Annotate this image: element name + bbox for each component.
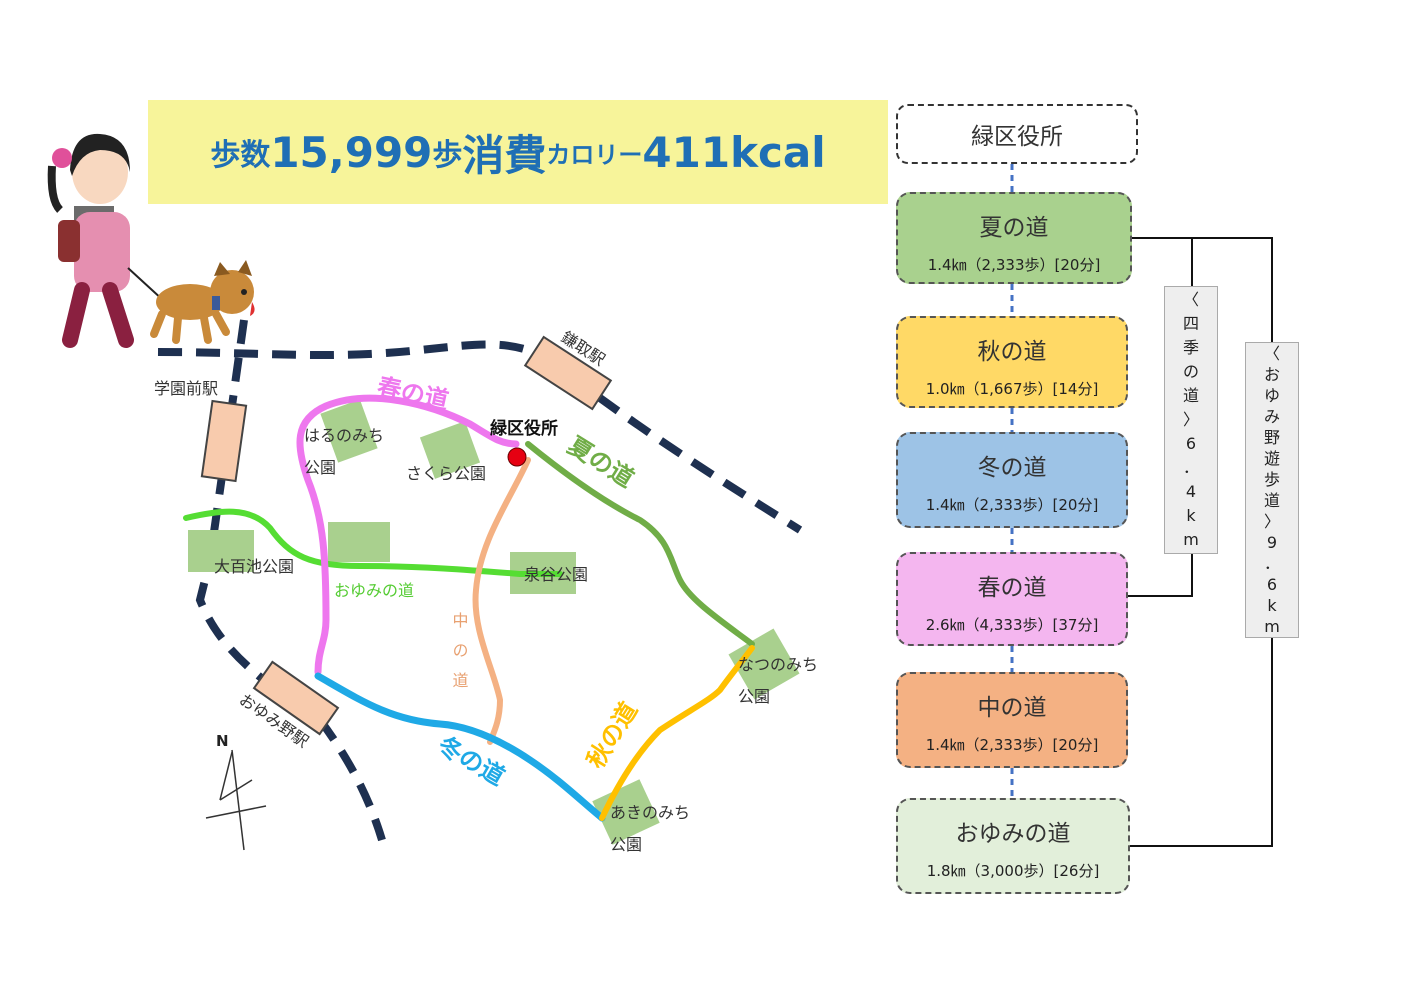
naka-route — [472, 457, 531, 745]
segment-box-oyumi: おゆみの道 1.8㎞（3,000歩）[26分] — [896, 798, 1130, 894]
haru-route — [296, 394, 520, 676]
segment-stat: 2.6㎞（4,333歩）[37分] — [925, 616, 1099, 634]
flow-start-box: 緑区役所 — [896, 104, 1138, 164]
route-label-oyumi: おゆみの道 — [334, 581, 414, 600]
ward-office-label: 緑区役所 — [490, 418, 558, 439]
segment-stat: 1.0㎞（1,667歩）[14分] — [925, 380, 1099, 398]
park-label-sakura: さくら公園 — [406, 464, 486, 483]
haru-park — [320, 399, 378, 463]
sakura-park — [419, 421, 481, 479]
park-label-haru-koen: 公園 — [304, 458, 336, 477]
walking-girl-icon — [47, 133, 177, 348]
dog-icon — [150, 260, 255, 344]
route-label-natsu: 夏の道 — [563, 431, 639, 493]
park-label-izumiyatsu: 泉谷公園 — [524, 565, 588, 584]
park-label-haru: はるのみち — [304, 426, 384, 445]
fuyu-route — [314, 672, 606, 822]
steps-value: 15,999 — [270, 127, 433, 177]
gakuenmae-station — [200, 399, 248, 483]
park-label-aki-koen: 公園 — [610, 835, 642, 854]
north-label: N — [216, 732, 229, 750]
segment-box-natsu: 夏の道 1.4㎞（2,333歩）[20分] — [896, 192, 1132, 284]
segment-name: 冬の道 — [977, 455, 1047, 481]
segment-name: 夏の道 — [979, 215, 1049, 241]
ohyakuike-park — [188, 530, 254, 572]
segment-name: 春の道 — [977, 575, 1047, 601]
steps-label: 歩数 — [210, 138, 271, 173]
park-label-ohyakuike: 大百池公園 — [214, 557, 294, 576]
park-label-natsu: なつのみち — [738, 655, 818, 674]
segment-name: 中の道 — [977, 695, 1047, 721]
ward-office-marker — [507, 447, 527, 467]
oyumi-route — [183, 508, 563, 577]
natsu-route — [525, 441, 755, 647]
park-label-natsu-koen: 公園 — [738, 687, 770, 706]
kamatori-station — [523, 335, 613, 411]
flow-start-label: 緑区役所 — [971, 124, 1063, 150]
route-map: 学園前駅 鎌取駅 おゆみ野駅 緑区役所 はるのみち 公園 さくら公園 大百池公園… — [47, 133, 818, 854]
route-label-haru: 春の道 — [375, 372, 451, 414]
segment-box-aki: 秋の道 1.0㎞（1,667歩）[14分] — [896, 316, 1128, 408]
segment-name: おゆみの道 — [955, 821, 1071, 847]
steps-unit: 歩 — [432, 138, 463, 173]
north-arrow-icon — [205, 749, 267, 851]
oyumi-total-label: 〈 お ゆ み 野 遊 歩 道 〉 9 ． 6 k m — [1245, 342, 1299, 638]
segment-name: 秋の道 — [977, 339, 1047, 365]
segment-box-fuyu: 冬の道 1.4㎞（2,333歩）[20分] — [896, 432, 1128, 528]
station-label-gakuenmae: 学園前駅 — [154, 379, 218, 398]
shiki-total-label: 〈 四 季 の 道 〉 6 ． 4 k m — [1164, 286, 1218, 554]
park-label-aki: あきのみち — [610, 803, 690, 822]
segment-stat: 1.8㎞（3,000歩）[26分] — [926, 862, 1100, 880]
aki-park — [592, 779, 660, 845]
oyumi-small-park — [328, 522, 390, 562]
calorie-value: 411kcal — [642, 127, 826, 177]
segment-stat: 1.4㎞（2,333歩）[20分] — [925, 496, 1099, 514]
route-label-naka: 中の道 — [450, 612, 469, 702]
segment-stat: 1.4㎞（2,333歩）[20分] — [927, 256, 1101, 274]
natsu-park — [728, 628, 800, 700]
segment-box-haru: 春の道 2.6㎞（4,333歩）[37分] — [896, 552, 1128, 646]
calorie-label: 消費 — [462, 130, 547, 180]
segment-stat: 1.4㎞（2,333歩）[20分] — [925, 736, 1099, 754]
summary-banner: 歩数 15,999 歩 消費 カロリー 411kcal — [148, 100, 888, 204]
segment-box-naka: 中の道 1.4㎞（2,333歩）[20分] — [896, 672, 1128, 768]
calorie-sub: カロリー — [546, 140, 643, 169]
oyumino-station — [252, 660, 340, 736]
aki-route — [599, 645, 755, 821]
